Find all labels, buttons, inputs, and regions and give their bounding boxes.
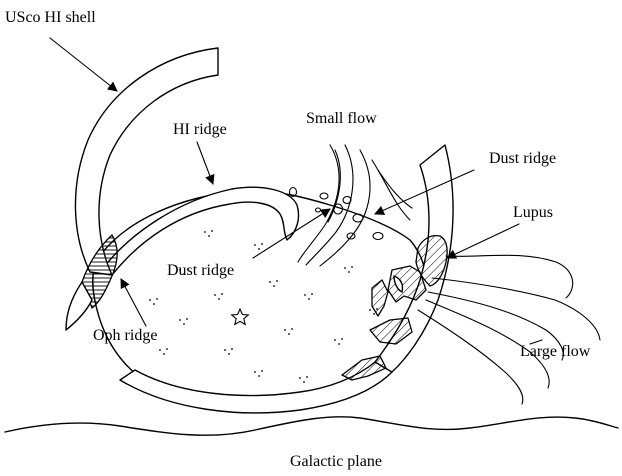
label-dust-ridge-upper: Dust ridge <box>489 150 556 167</box>
label-large-flow: Large flow <box>520 343 591 360</box>
label-usco-hi-shell: USco HI shell <box>5 9 96 26</box>
label-lupus: Lupus <box>513 204 553 221</box>
label-dust-ridge-lower: Dust ridge <box>167 262 234 279</box>
label-galactic-plane: Galactic plane <box>290 453 382 470</box>
usco-shell-arrow <box>50 38 117 91</box>
label-hi-ridge: HI ridge <box>173 121 227 138</box>
label-small-flow: Small flow <box>306 110 377 127</box>
lupus-arrow <box>447 224 519 258</box>
galactic-plane-line <box>5 417 618 435</box>
label-oph-ridge: Oph ridge <box>93 327 157 344</box>
hi-ridge-arrow <box>197 142 213 184</box>
